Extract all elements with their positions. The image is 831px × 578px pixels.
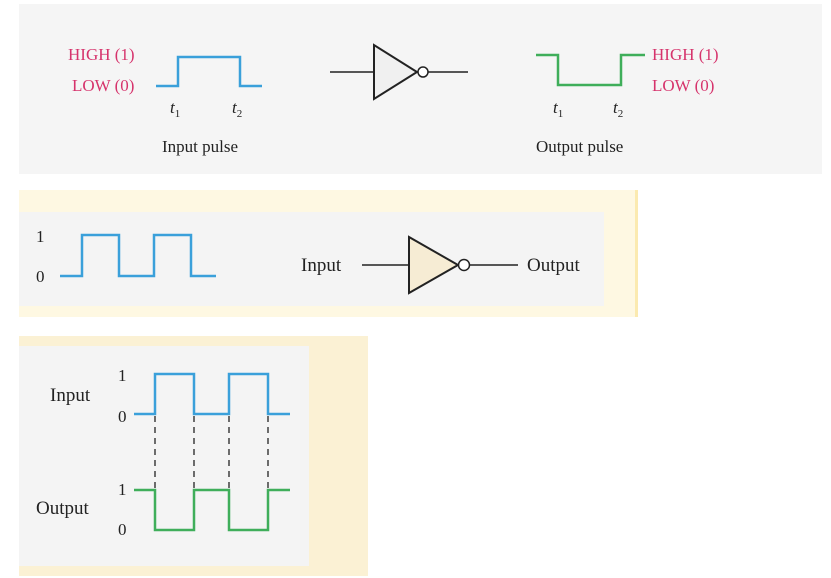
timing-input-label: Input	[50, 385, 91, 406]
inverter-square-wave-panel	[19, 190, 638, 317]
square-wave-level-one: 1	[36, 227, 45, 246]
square-wave-level-zero: 0	[36, 267, 45, 286]
input-pulse-caption: Input pulse	[162, 137, 239, 156]
input-low-label: LOW (0)	[72, 76, 135, 95]
input-pulse-waveform	[156, 55, 262, 88]
inverter-symbol-top	[330, 43, 468, 101]
output-t2-label: t2	[613, 98, 624, 120]
inverter-input-label: Input	[301, 255, 342, 276]
output-low-label: LOW (0)	[652, 76, 715, 95]
input-t2-label: t2	[232, 98, 243, 120]
input-high-label: HIGH (1)	[68, 45, 135, 64]
timing-input-waveform	[134, 372, 290, 416]
timing-output-one: 1	[118, 480, 127, 499]
timing-output-label: Output	[36, 498, 89, 519]
timing-output-waveform	[134, 488, 290, 532]
output-pulse-waveform	[536, 53, 645, 87]
output-t1-label: t1	[553, 98, 564, 120]
output-pulse-caption: Output pulse	[536, 137, 624, 156]
inverter-pulse-panel	[19, 4, 822, 174]
input-t1-label: t1	[170, 98, 181, 120]
inverter-symbol-middle	[362, 235, 518, 295]
timing-diagram-panel	[19, 336, 368, 576]
timing-output-zero: 0	[118, 520, 127, 539]
timing-alignment-lines	[154, 416, 269, 490]
inverter-output-label: Output	[527, 255, 580, 276]
timing-input-zero: 0	[118, 407, 127, 426]
square-wave-input	[60, 233, 216, 278]
output-high-label: HIGH (1)	[652, 45, 719, 64]
timing-input-one: 1	[118, 366, 127, 385]
